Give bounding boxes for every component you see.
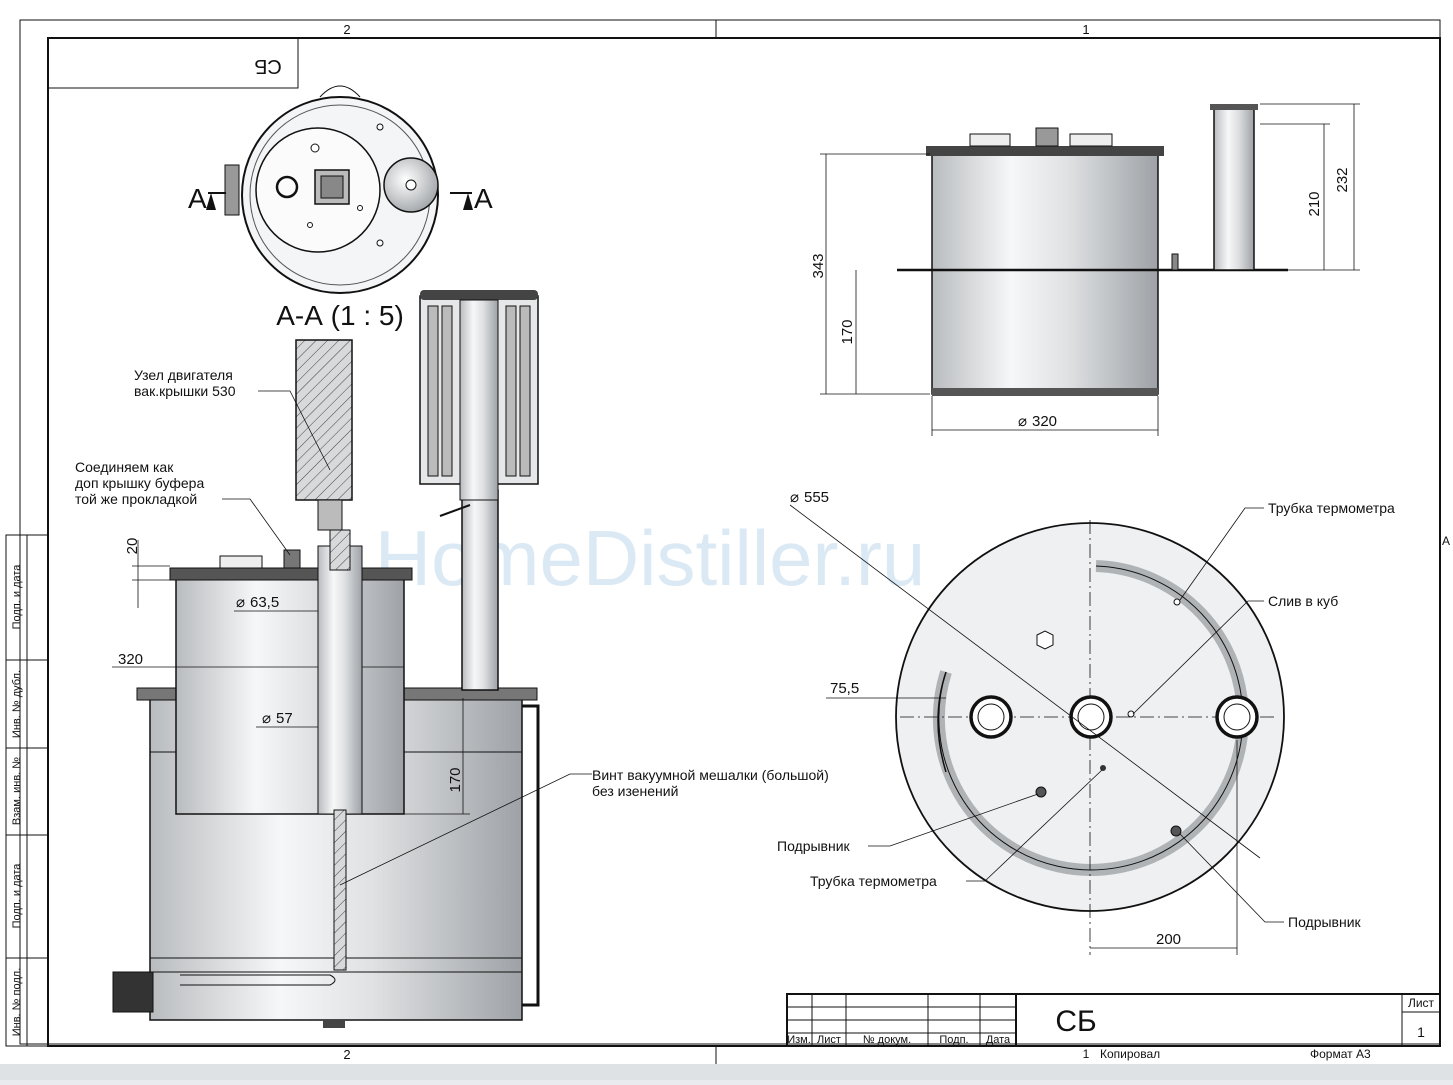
side-stamp-column: Подп. и дата Инв. № дубл. Взам. инв. № П… xyxy=(5,534,49,1047)
tb-col-doc: № докум. xyxy=(863,1034,911,1046)
dim-63-label: ⌀ xyxy=(236,594,245,611)
dim-20: 20 xyxy=(124,538,141,555)
top-view: А А xyxy=(188,85,493,294)
footer-format: Формат А3 xyxy=(1310,1047,1371,1061)
dim-side-232: 232 xyxy=(1334,167,1351,192)
callout-therm-bottom: Трубка термометра xyxy=(810,873,937,889)
section-title: А-А (1 : 5) xyxy=(276,300,404,331)
dim-side-170: 170 xyxy=(839,319,856,344)
callout-screw-2: без изенений xyxy=(592,783,678,799)
callout-joint-3: той же прокладкой xyxy=(75,491,197,507)
watermark: HomeDistiller.ru xyxy=(375,514,925,602)
side-stamp-5: Инв. № подл. xyxy=(11,968,23,1037)
side-view: 343 170 210 232 ⌀ 320 xyxy=(810,103,1360,436)
callout-motor-1: Узел двигателя xyxy=(134,367,233,383)
title-block: Изм. Лист № докум. Подп. Дата СБ Лист 1 … xyxy=(786,993,1441,1061)
tb-col-date: Дата xyxy=(986,1034,1011,1046)
corner-stamp: СБ xyxy=(254,55,282,77)
side-stamp-1: Подп. и дата xyxy=(11,564,23,630)
dim-plan-555-label: ⌀ xyxy=(790,489,799,506)
dim-side-320: 320 xyxy=(1032,413,1057,430)
dim-section-170: 170 xyxy=(447,767,464,792)
zone-top-right: 1 xyxy=(1082,22,1089,37)
side-stamp-3: Взам. инв. № xyxy=(11,757,23,825)
dim-plan-555: 555 xyxy=(804,489,829,506)
section-view: 20 ⌀ 63,5 320 ⌀ 57 170 Узел двигателя ва… xyxy=(75,290,829,1028)
zone-right: A xyxy=(1442,534,1450,548)
callout-drain: Слив в куб xyxy=(1268,593,1338,609)
plan-view: ⌀ 555 75,5 200 Трубка термометра Слив в … xyxy=(777,489,1395,955)
tb-sheet-no: 1 xyxy=(1417,1024,1425,1040)
tb-col-izm: Изм. xyxy=(787,1034,811,1046)
corner-stamp-box xyxy=(47,37,299,89)
dim-side-210: 210 xyxy=(1306,191,1323,216)
tb-col-list: Лист xyxy=(817,1034,841,1046)
zone-bottom-left: 2 xyxy=(343,1047,350,1062)
dim-side-320-label: ⌀ xyxy=(1018,413,1027,430)
footer-copied: Копировал xyxy=(1100,1047,1160,1061)
callout-motor-2: вак.крышки 530 xyxy=(134,383,236,399)
tb-sheet-label: Лист xyxy=(1408,996,1435,1010)
footer-zone: 1 xyxy=(1083,1047,1090,1061)
side-stamp-2: Инв. № дубл. xyxy=(11,670,23,738)
tb-col-podp: Подп. xyxy=(939,1034,968,1046)
page-bottom-bar xyxy=(0,1064,1453,1080)
callout-screw-1: Винт вакуумной мешалки (большой) xyxy=(592,767,829,783)
dim-plan-75: 75,5 xyxy=(830,680,859,697)
callout-therm-top: Трубка термометра xyxy=(1268,500,1395,516)
dim-side-343: 343 xyxy=(810,253,827,278)
tb-designation: СБ xyxy=(1055,1005,1096,1038)
side-stamp-4: Подп. и дата xyxy=(11,863,23,929)
callout-joint-2: доп крышку буфера xyxy=(75,475,204,491)
section-mark-left: А xyxy=(188,183,207,214)
zone-top-left: 2 xyxy=(343,22,350,37)
dim-63: 63,5 xyxy=(250,594,279,611)
dim-320: 320 xyxy=(118,651,143,668)
dim-57-label: ⌀ xyxy=(262,710,271,727)
section-mark-right: А xyxy=(474,183,493,214)
dim-57: 57 xyxy=(276,710,293,727)
dim-plan-200: 200 xyxy=(1156,931,1181,948)
callout-joint-1: Соединяем как xyxy=(75,459,174,475)
callout-burst-right: Подрывник xyxy=(1288,914,1362,930)
callout-burst-left: Подрывник xyxy=(777,838,851,854)
